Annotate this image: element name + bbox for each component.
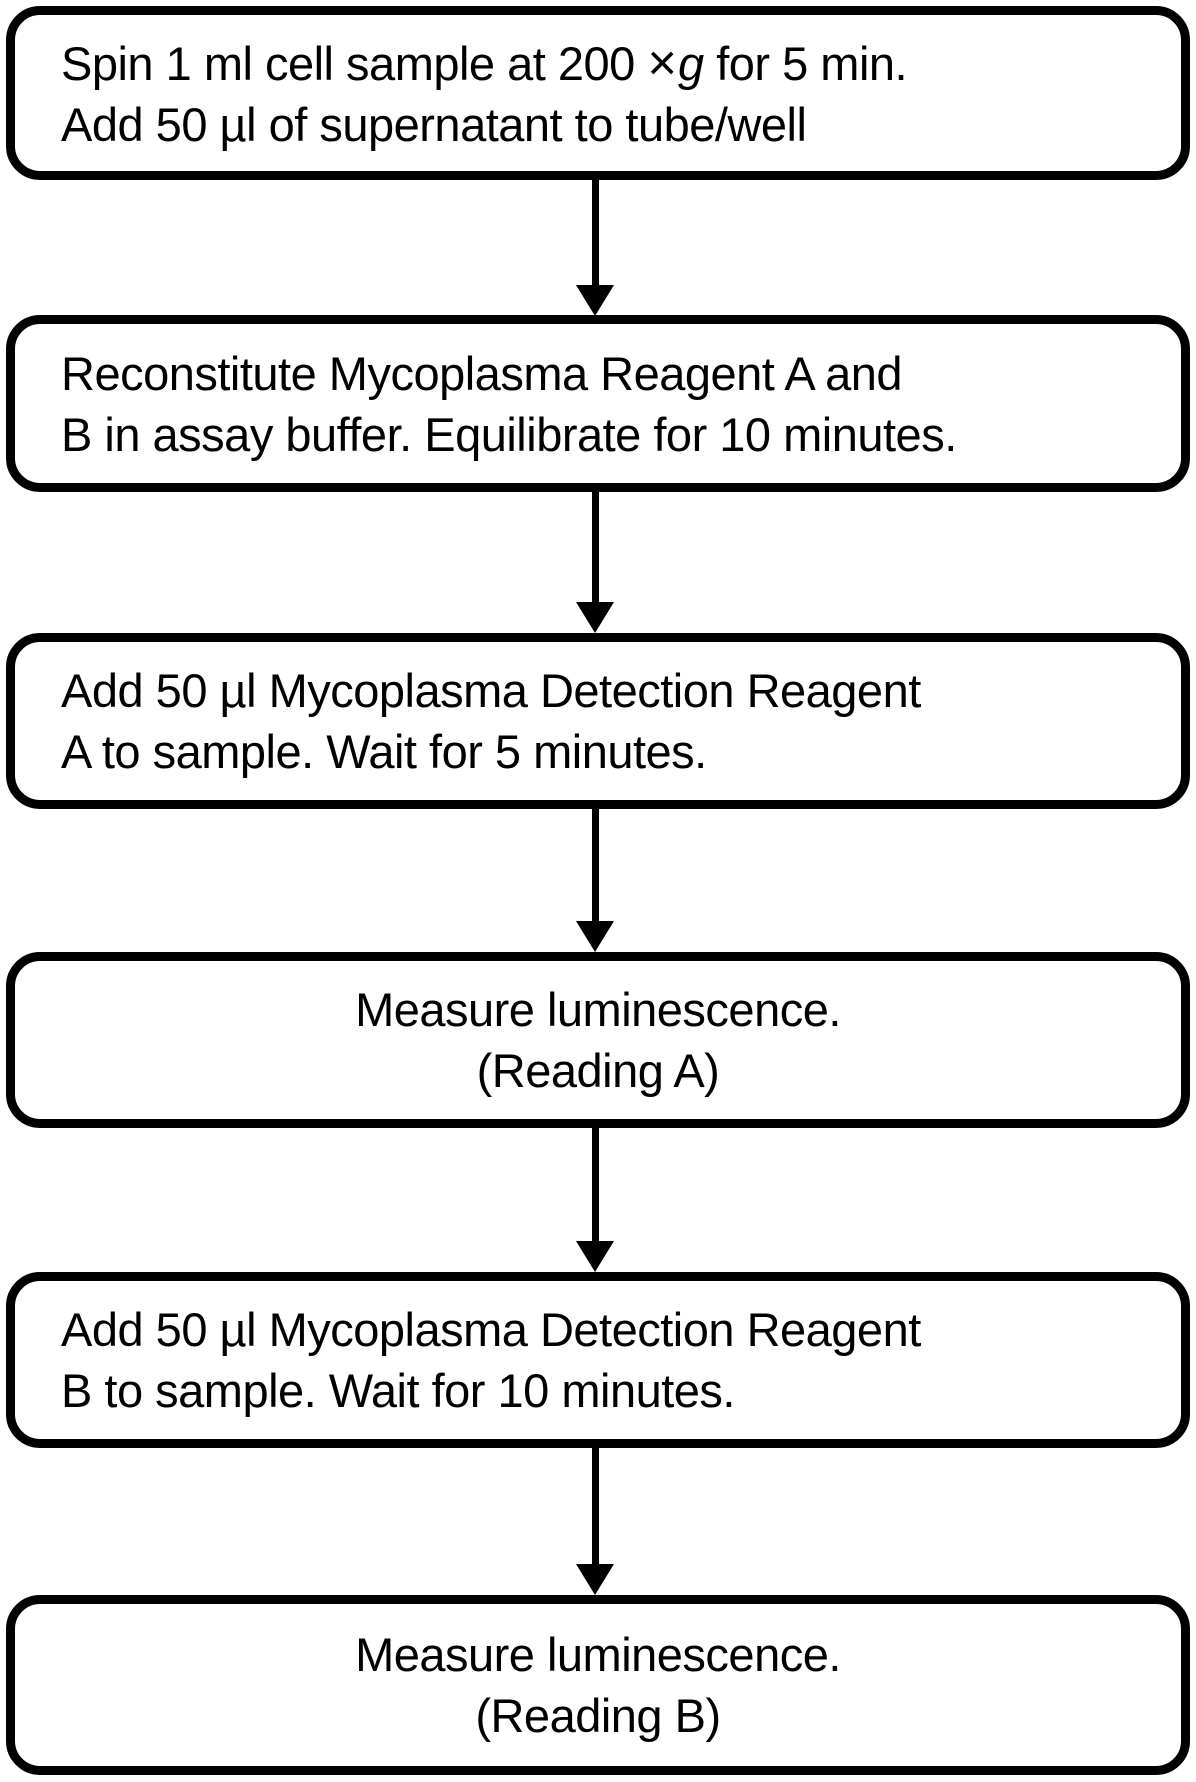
arrow-head [576,602,614,633]
step-text-line: Reconstitute Mycoplasma Reagent A and [61,346,903,400]
arrow-stem [591,809,599,922]
flow-step-add-reagent-b: Add 50 µl Mycoplasma Detection Reagent B… [6,1272,1190,1448]
arrow-stem [591,492,599,603]
arrow-down-icon [576,1448,614,1595]
step-text-line: Add 50 µl Mycoplasma Detection Reagent [61,1303,921,1356]
arrow-head [576,1241,614,1272]
step-text-segment: for 5 min. [703,36,908,90]
arrow-down-icon [576,180,614,316]
step-text-line: A to sample. Wait for 5 minutes. [61,725,707,778]
arrow-head [576,1564,614,1595]
flow-step-measure-reading-b: Measure luminescence. (Reading B) [6,1595,1190,1775]
flow-step-add-reagent-a: Add 50 µl Mycoplasma Detection Reagent A… [6,633,1190,809]
arrow-head [576,285,614,316]
arrow-head [576,921,614,952]
step-text-segment: Spin 1 ml cell sample at 200 [61,36,648,90]
step-text-line: Add 50 µl Mycoplasma Detection Reagent [61,664,921,717]
arrow-stem [591,180,599,286]
arrow-down-icon [576,492,614,633]
step-text-line: Measure luminescence. [355,983,841,1036]
arrow-down-icon [576,1128,614,1272]
step-text-line: Measure luminescence. [355,1628,841,1681]
multiplication-sign: × [647,33,678,91]
arrow-down-icon [576,809,614,952]
flow-step-reconstitute-reagents: Reconstitute Mycoplasma Reagent A and B … [6,315,1190,492]
step-text-line: (Reading B) [475,1689,721,1742]
step-text-line: B in assay buffer. Equilibrate for 10 mi… [61,407,957,461]
step-text-line: B to sample. Wait for 10 minutes. [61,1364,735,1417]
arrow-stem [591,1448,599,1565]
flow-step-measure-reading-a: Measure luminescence. (Reading A) [6,952,1190,1128]
step-text-line: Add 50 µl of supernatant to tube/well [61,97,807,151]
g-force-symbol: g [678,36,704,90]
arrow-stem [591,1128,599,1242]
flow-step-spin-sample: Spin 1 ml cell sample at 200 ×g for 5 mi… [6,6,1190,180]
step-text-line: Spin 1 ml cell sample at 200 ×g for 5 mi… [61,32,1135,94]
step-text-line: (Reading A) [476,1044,720,1097]
